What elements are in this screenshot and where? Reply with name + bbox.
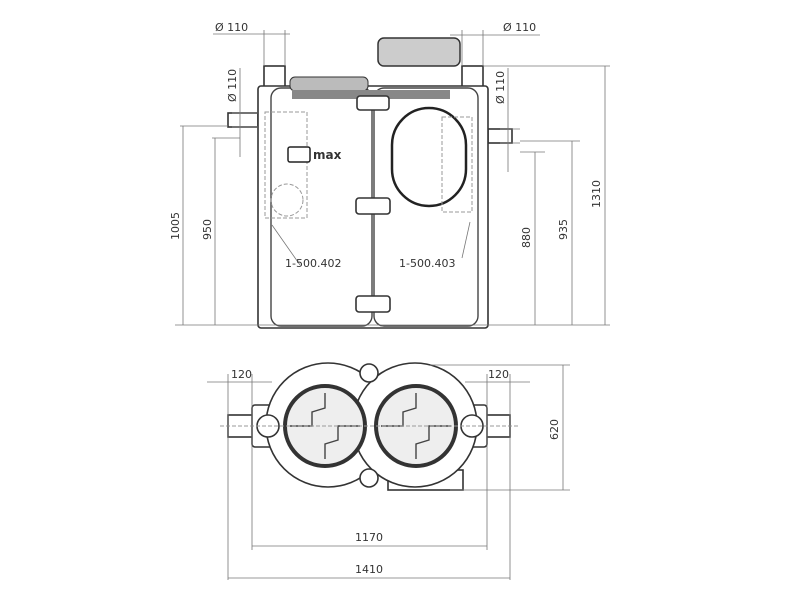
- label-left-tank: 1-500.402: [285, 257, 341, 270]
- inner-outline-left: [264, 111, 308, 219]
- dim-935: 935: [557, 219, 570, 240]
- clip-top: [356, 95, 390, 111]
- ear-top: [359, 363, 379, 383]
- lid-mounted: [289, 76, 369, 92]
- ear-bottom: [359, 468, 379, 488]
- lid-detached: [377, 37, 461, 67]
- dim-950: 950: [201, 219, 214, 240]
- service-opening: [390, 106, 468, 208]
- logo-max: max: [287, 146, 342, 163]
- dim-1005: 1005: [169, 212, 182, 240]
- dim-120-right: 120: [488, 368, 509, 381]
- inner-outline-right: [441, 116, 473, 213]
- dim-1410: 1410: [355, 563, 383, 576]
- clip-bottom: [355, 295, 391, 313]
- dim-620: 620: [548, 419, 561, 440]
- pipe-top-right: [461, 65, 484, 89]
- pipe-top-left: [263, 65, 286, 89]
- top-dimension-lines: [207, 364, 570, 580]
- top-view: 120 120 620 1170 1410: [207, 362, 570, 580]
- dim-1170: 1170: [355, 531, 383, 544]
- top-band: [292, 90, 450, 99]
- logo-icon: [287, 146, 311, 163]
- pipe-side-left: [227, 112, 259, 128]
- label-right-tank: 1-500.403: [399, 257, 455, 270]
- inner-circle-left: [270, 183, 304, 217]
- dim-1310: 1310: [590, 180, 603, 208]
- front-view: max Ø 110 Ø 110 Ø 110 Ø 110 1005 950 880…: [169, 21, 610, 329]
- dim-side-right-diameter: Ø 110: [494, 71, 507, 104]
- clip-middle: [355, 197, 391, 215]
- dim-120-left: 120: [231, 368, 252, 381]
- dim-top-left-diameter: Ø 110: [215, 21, 248, 34]
- dim-top-right-diameter: Ø 110: [503, 21, 536, 34]
- dim-880: 880: [520, 227, 533, 248]
- logo-text: max: [313, 148, 342, 162]
- dim-side-left-diameter: Ø 110: [226, 69, 239, 102]
- dimension-lines: [175, 30, 610, 326]
